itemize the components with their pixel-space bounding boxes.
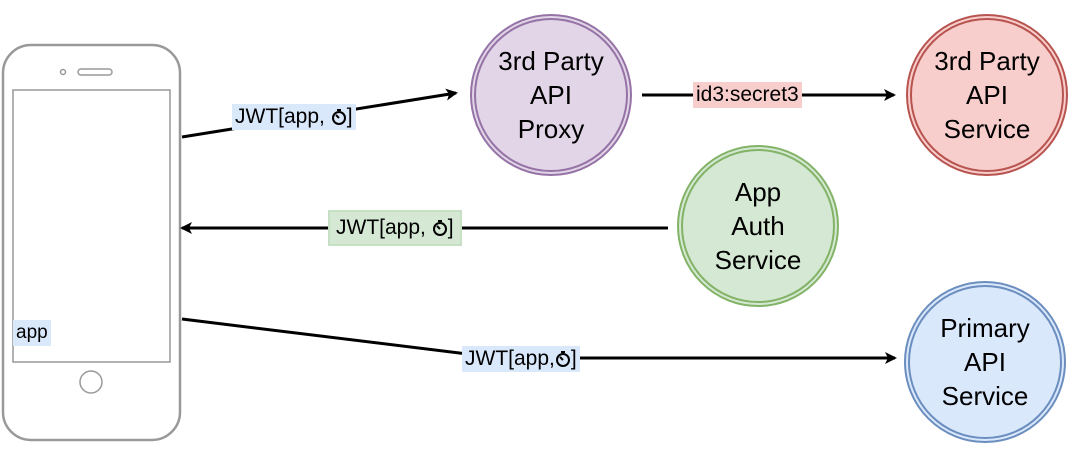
node-primary-line-2: API — [964, 347, 1006, 377]
node-proxy-line-2: API — [530, 80, 572, 110]
edge-label-app-to-proxy: JWT[app, ] — [232, 104, 356, 130]
phone-device — [1, 43, 182, 442]
node-auth-circle — [677, 145, 839, 307]
timer-icon — [555, 351, 570, 367]
node-third-party-label: 3rd Party API Service — [907, 15, 1067, 175]
edge-label-auth-to-app: JWT[app, ] — [328, 210, 462, 246]
phone-home-button — [79, 370, 103, 394]
node-primary-line-1: Primary — [940, 313, 1030, 343]
node-proxy-circle — [470, 14, 632, 176]
phone-speaker — [77, 68, 113, 76]
edge-label-text: JWT[app, — [235, 105, 331, 128]
edge-label-app-to-primary: JWT[app,] — [462, 346, 580, 372]
node-auth-line-2: Auth — [731, 211, 785, 241]
phone-label: app — [13, 320, 51, 346]
edge-label-text: JWT[app, — [465, 347, 555, 370]
node-auth-line-1: App — [734, 177, 782, 207]
phone-screen — [12, 89, 171, 363]
edge-label-suffix: ] — [570, 347, 577, 370]
node-proxy-label: 3rd Party API Proxy — [471, 15, 631, 175]
edge-label-text: JWT[app, — [336, 216, 432, 239]
node-auth-label: App Auth Service — [678, 146, 838, 306]
node-auth-line-3: Service — [714, 245, 802, 275]
phone-camera — [59, 68, 67, 76]
node-third-line-2: API — [966, 80, 1008, 110]
timer-icon — [331, 109, 346, 125]
node-third-line-3: Service — [943, 114, 1031, 144]
node-third-party-circle — [906, 14, 1068, 176]
node-primary-circle — [904, 281, 1066, 443]
timer-icon — [432, 220, 447, 236]
node-proxy-line-3: Proxy — [517, 114, 585, 144]
edge-label-suffix: ] — [346, 105, 353, 128]
node-proxy-line-1: 3rd Party — [498, 46, 604, 76]
node-primary-line-3: Service — [941, 381, 1029, 411]
node-primary-label: Primary API Service — [905, 282, 1065, 442]
edge-label-proxy-to-third: id3:secret3 — [693, 82, 802, 108]
node-third-line-1: 3rd Party — [934, 46, 1040, 76]
edge-label-suffix: ] — [447, 216, 454, 239]
